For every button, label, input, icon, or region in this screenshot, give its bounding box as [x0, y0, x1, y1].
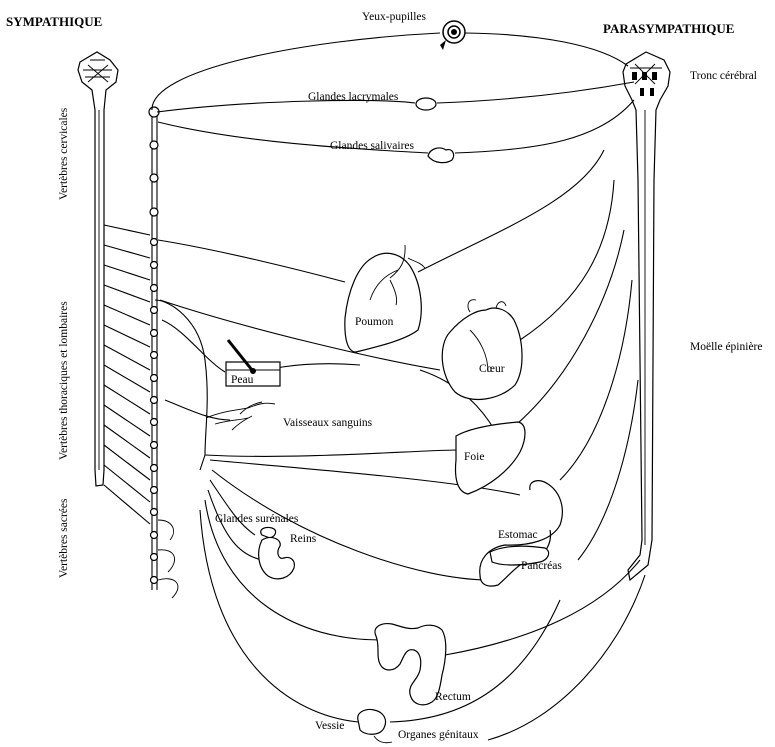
- thoracic-lumbar-vertebrae-label: Vertèbres thoraciques et lombaires: [58, 301, 70, 460]
- adrenal-glands-label: Glandes surénales: [215, 513, 299, 525]
- heart-label: Cœur: [479, 363, 505, 375]
- bladder-label: Vessie: [315, 720, 344, 732]
- heart-shape: [442, 300, 522, 400]
- spinal-rami: [60, 225, 150, 524]
- brainstem-label: Tronc cérébral: [690, 70, 757, 82]
- pancreas-label: Pancréas: [521, 560, 562, 572]
- eyes-pupils-label: Yeux-pupilles: [362, 11, 427, 23]
- sacral-chain-curls: [158, 520, 178, 598]
- lacrimal-glands-label: Glandes lacrymales: [308, 91, 399, 103]
- salivary-glands-label: Glandes salivaires: [330, 140, 415, 152]
- sympathetic-spinal-cord: [78, 52, 118, 486]
- rectum-label: Rectum: [435, 691, 471, 703]
- blood-vessels-shape: [206, 402, 275, 430]
- kidneys-label: Reins: [290, 533, 317, 545]
- genital-organs-label: Organes génitaux: [398, 729, 479, 741]
- bladder-shape: [358, 709, 392, 742]
- lung-shape: [345, 245, 425, 352]
- spinal-cord-label: Moëlle épinière: [690, 341, 762, 353]
- parasympathetic-header: PARASYMPATHIQUE: [603, 21, 734, 36]
- sacral-vertebrae-label: Vertèbres sacrées: [58, 498, 70, 578]
- sympathetic-ganglion-chain: [149, 107, 159, 590]
- lung-label: Poumon: [355, 316, 394, 328]
- liver-label: Foie: [464, 451, 484, 463]
- cervical-vertebrae-label: Vertèbres cervicales: [58, 107, 70, 200]
- stomach-label: Estomac: [498, 529, 538, 541]
- blood-vessels-label: Vaisseaux sanguins: [283, 417, 373, 429]
- salivary-gland-shape: [428, 148, 454, 163]
- parasympathetic-spinal-cord: [623, 52, 670, 580]
- eye-icon: [440, 21, 465, 50]
- skin-label: Peau: [231, 374, 254, 386]
- lacrimal-gland-shape: [416, 98, 436, 110]
- sympathetic-header: SYMPATHIQUE: [6, 14, 102, 29]
